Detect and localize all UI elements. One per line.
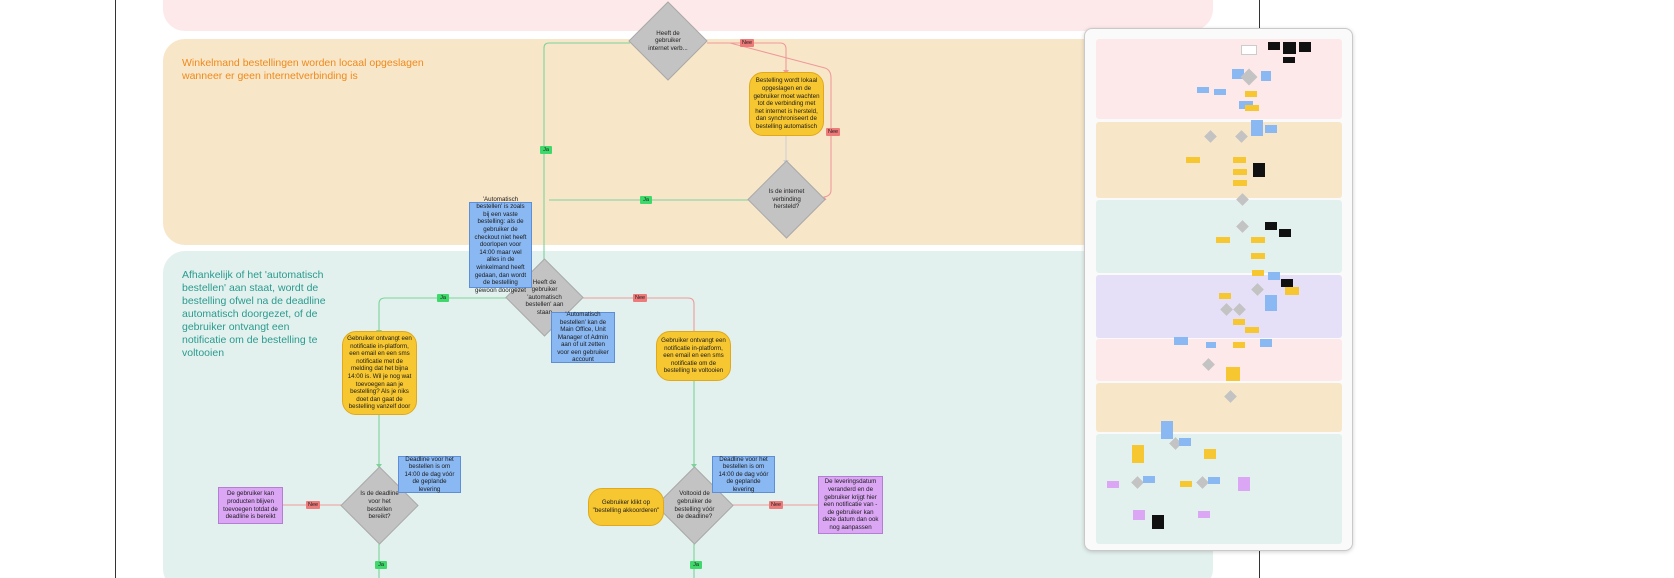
decision-deadline-label: Is de deadline voor het bestellen bereik…: [360, 490, 399, 521]
minimap-node: [1179, 438, 1191, 446]
minimap-node: [1279, 229, 1291, 237]
minimap-node: [1281, 279, 1293, 287]
process-local-storage[interactable]: Bestelling wordt lokaal opgeslagen en de…: [749, 72, 824, 136]
tag-ja-restored: Ja: [640, 196, 652, 204]
minimap-node: [1245, 105, 1259, 111]
minimap-node: [1283, 57, 1295, 63]
tag-nee-restored: Nee: [826, 128, 841, 136]
minimap-node: [1107, 481, 1119, 488]
tag-ja-voltooid: Ja: [690, 561, 702, 569]
note-main-office[interactable]: 'Automatisch bestellen' kan de Main Offi…: [551, 311, 615, 363]
minimap-node: [1208, 477, 1220, 484]
minimap-node: [1251, 253, 1265, 259]
minimap-node: [1233, 180, 1247, 186]
edge-internet-nee: [707, 42, 787, 72]
tag-nee-auto: Nee: [633, 294, 648, 302]
tag-nee-voltooid: Nee: [769, 501, 784, 509]
minimap-node: [1133, 510, 1145, 520]
minimap-band: [1096, 383, 1342, 432]
minimap-node: [1285, 287, 1299, 295]
minimap-node: [1214, 89, 1226, 95]
minimap-node: [1268, 272, 1280, 280]
note-auto-order-info[interactable]: 'Automatisch bestellen' is zoals bij een…: [469, 196, 532, 294]
tag-nee-deadline: Nee: [306, 501, 321, 509]
minimap-node: [1143, 476, 1155, 483]
minimap-node: [1245, 91, 1257, 97]
minimap-node: [1261, 71, 1271, 81]
note-deadline-2[interactable]: Deadline voor het bestellen is om 14:00 …: [712, 456, 775, 493]
minimap-band: [1096, 275, 1342, 338]
minimap-node: [1198, 511, 1210, 518]
minimap-node: [1265, 295, 1277, 311]
decision-internet[interactable]: Heeft de gebruiker internet verb...: [628, 1, 708, 81]
minimap-band: [1096, 200, 1342, 273]
minimap-band: [1096, 122, 1342, 198]
minimap-node: [1132, 445, 1144, 463]
edge-internet-ja: [543, 42, 630, 300]
process-notification-manual[interactable]: Gebruiker ontvangt een notificatie in-pl…: [656, 331, 731, 381]
minimap-node: [1252, 270, 1264, 276]
minimap-node: [1268, 42, 1280, 50]
minimap-node: [1238, 477, 1250, 491]
band-orange: [163, 39, 1213, 245]
minimap-panel[interactable]: [1084, 28, 1353, 551]
minimap-node: [1233, 169, 1247, 175]
edge-auto-ja: [378, 297, 506, 332]
minimap-node: [1233, 342, 1245, 348]
minimap-node: [1216, 237, 1230, 243]
decision-restored[interactable]: Is de internet verbinding hersteld?: [747, 160, 826, 239]
process-click-approve[interactable]: Gebruiker klikt op "bestelling akkoorder…: [588, 488, 664, 526]
minimap-node: [1260, 339, 1272, 347]
end-add-products[interactable]: De gebruiker kan producten blijven toevo…: [218, 487, 283, 524]
minimap-node: [1197, 87, 1209, 93]
note-deadline-1[interactable]: Deadline voor het bestellen is om 14:00 …: [398, 456, 461, 493]
minimap-band: [1096, 339, 1342, 381]
decision-voltooid-label: Voltooid de gebruiker de bestelling vóór…: [674, 490, 715, 521]
decision-auto-order-label: Heeft de gebruiker 'automatisch bestelle…: [525, 278, 564, 316]
decision-internet-label: Heeft de gebruiker internet verb...: [648, 29, 688, 52]
tag-ja-deadline: Ja: [375, 561, 387, 569]
end-delivery-date[interactable]: De leveringsdatum veranderd en de gebrui…: [818, 476, 883, 534]
minimap-node: [1152, 515, 1164, 529]
minimap-node: [1283, 42, 1296, 54]
minimap-node: [1232, 69, 1244, 79]
minimap-node: [1233, 319, 1245, 325]
minimap-node: [1161, 421, 1173, 439]
minimap-node: [1265, 222, 1277, 230]
minimap-node: [1253, 163, 1265, 177]
minimap-node: [1204, 449, 1216, 459]
edge-auto-nee: [583, 297, 695, 331]
minimap-node: [1226, 367, 1240, 381]
minimap-node: [1180, 481, 1192, 487]
minimap-node: [1219, 293, 1231, 299]
minimap-node: [1241, 45, 1257, 55]
decision-restored-label: Is de internet verbinding hersteld?: [768, 188, 805, 211]
minimap-node: [1251, 237, 1265, 243]
band-title-auto-order: Afhankelijk of het 'automatisch bestelle…: [182, 269, 326, 359]
tag-ja-auto: Ja: [437, 294, 449, 302]
minimap-band: [1096, 39, 1342, 119]
minimap-node: [1206, 342, 1216, 348]
minimap-node: [1245, 327, 1259, 333]
minimap-node: [1265, 125, 1277, 133]
left-frame-edge: [115, 0, 116, 578]
tag-nee-internet: Nee: [740, 39, 755, 47]
minimap-node: [1251, 120, 1263, 136]
minimap-node: [1174, 337, 1188, 345]
tag-ja-internet: Ja: [540, 146, 552, 154]
minimap-node: [1186, 157, 1200, 163]
minimap-node: [1299, 42, 1311, 52]
process-notification-auto[interactable]: Gebruiker ontvangt een notificatie in-pl…: [342, 331, 417, 415]
minimap-node: [1233, 157, 1246, 163]
band-title-offline: Winkelmand bestellingen worden locaal op…: [182, 57, 424, 82]
